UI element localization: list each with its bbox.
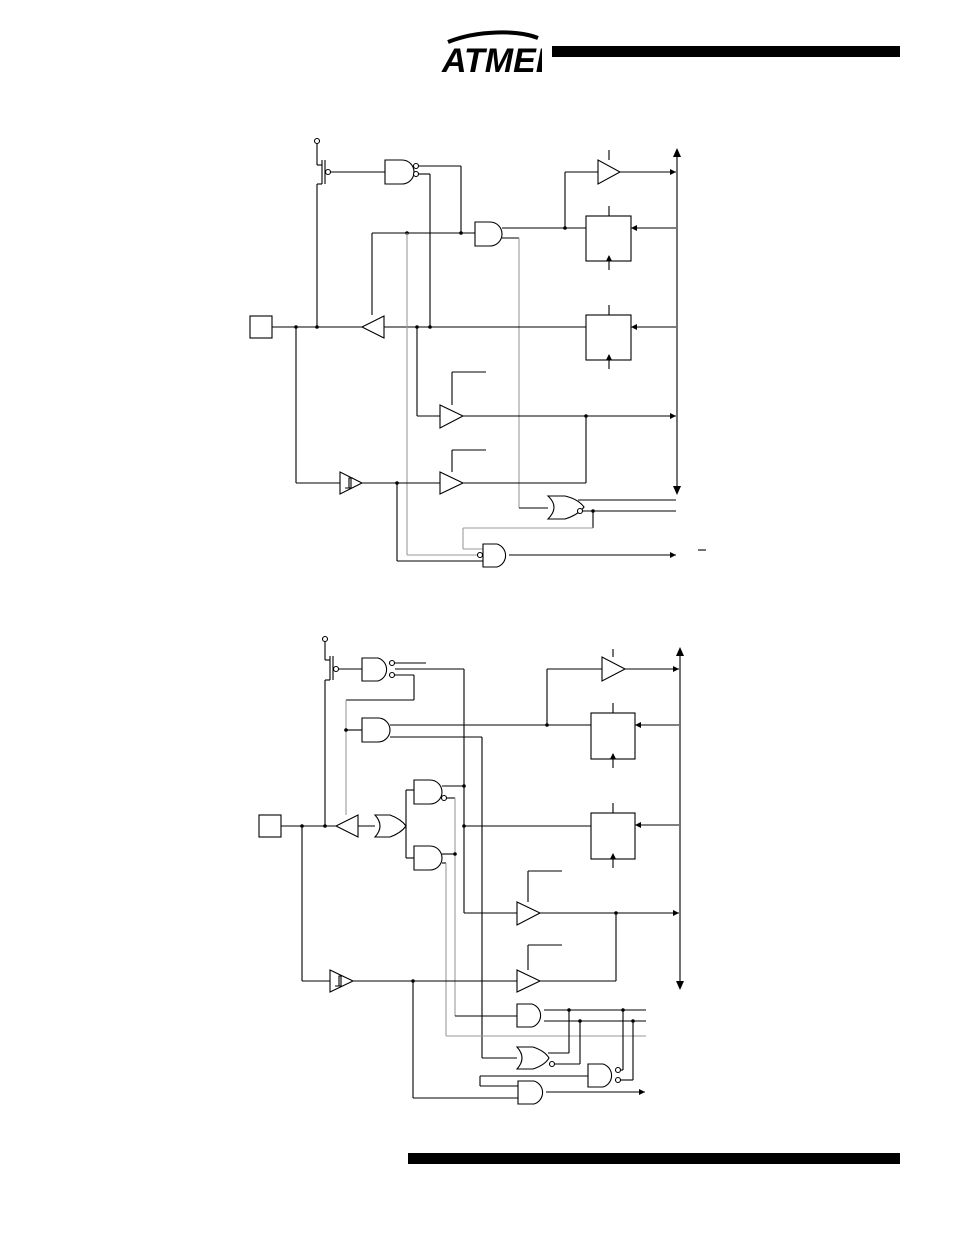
footer-rule (408, 1153, 900, 1164)
nand-gate-icon (588, 1064, 612, 1087)
driver-buffer-icon (336, 815, 358, 837)
nor-gate-icon (517, 1047, 549, 1069)
nand-gate-icon (362, 658, 387, 681)
and-gate-icon (518, 1081, 543, 1104)
and-gate-icon (517, 1004, 541, 1027)
or-gate-icon (375, 815, 406, 837)
and-gate-icon (362, 718, 390, 742)
buffer-icon (517, 902, 540, 925)
buffer-icon (517, 970, 540, 992)
latch-box (591, 813, 635, 859)
and-gate-icon (414, 846, 442, 870)
pin-pad (259, 815, 281, 837)
latch-box (591, 713, 635, 759)
and-gate-icon (414, 780, 442, 804)
buffer-icon (602, 657, 625, 681)
